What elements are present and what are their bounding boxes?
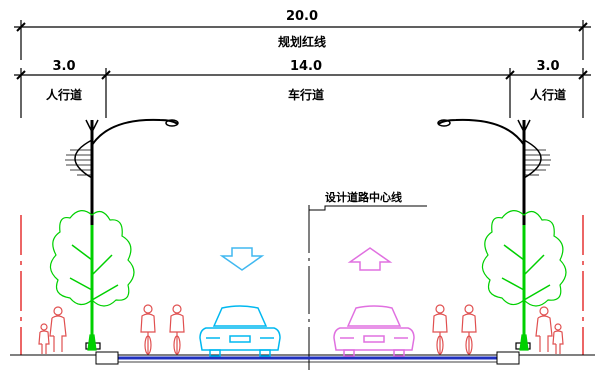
right-pedestrians [535, 306, 564, 354]
total-width-value: 20.0 [286, 9, 318, 24]
centerline-label: 设计道路中心线 [325, 190, 402, 204]
left-cyclist-1 [140, 304, 156, 355]
planning-redline-label: 规划红线 [278, 34, 326, 49]
right-car [333, 305, 415, 357]
left-car [199, 305, 281, 357]
down-arrow-icon [219, 247, 265, 271]
carriageway-label: 车行道 [288, 87, 324, 102]
right-cyclist-1 [432, 304, 448, 355]
road-surface [10, 351, 595, 365]
right-cyclist-2 [461, 304, 477, 355]
right-street-lamp [437, 118, 551, 350]
left-sidewalk-label: 人行道 [46, 87, 82, 102]
left-tree [49, 210, 135, 351]
right-tree [481, 210, 567, 351]
right-sidewalk-label: 人行道 [530, 87, 566, 102]
left-sidewalk-width-value: 3.0 [52, 59, 75, 74]
left-cyclist-2 [169, 304, 185, 355]
centerline-leader [309, 205, 427, 211]
up-arrow-icon [347, 247, 393, 271]
carriageway-width-value: 14.0 [290, 59, 322, 74]
left-street-lamp [65, 118, 179, 350]
left-pedestrians [38, 306, 67, 354]
dimension-lines [14, 20, 591, 118]
right-sidewalk-width-value: 3.0 [536, 59, 559, 74]
